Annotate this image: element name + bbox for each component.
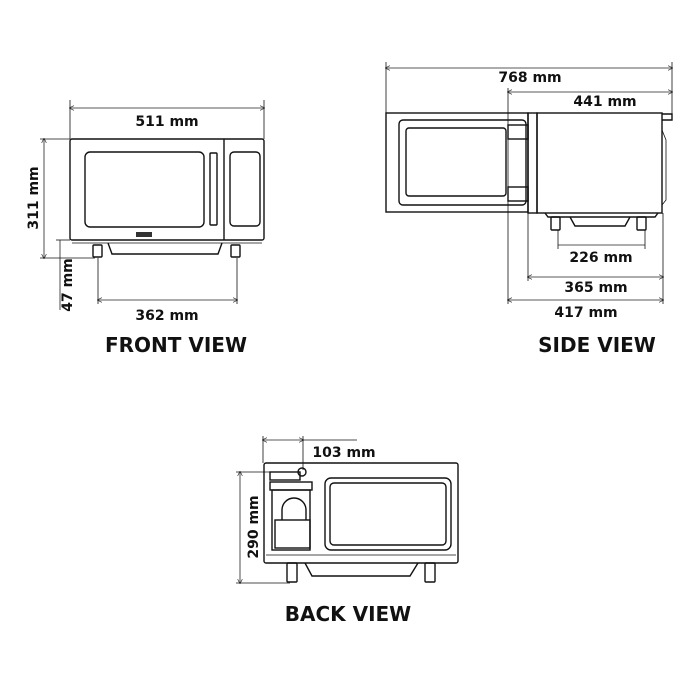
front-view-title: FRONT VIEW [105, 333, 247, 357]
side-open-depth-label: 768 mm [498, 70, 561, 86]
front-width-label: 511 mm [135, 114, 198, 130]
front-feet-span-label: 362 mm [135, 308, 198, 324]
back-view-title: BACK VIEW [285, 602, 412, 626]
back-height-label: 290 mm [246, 495, 262, 558]
back-offset-label: 103 mm [312, 445, 375, 461]
side-view-title: SIDE VIEW [538, 333, 656, 357]
side-depth-label: 441 mm [573, 94, 636, 110]
side-view: 768 mm 441 mm 226 mm 365 mm 417 mm SIDE … [386, 62, 672, 357]
front-height-label: 311 mm [26, 166, 42, 229]
side-base-depth-label: 417 mm [554, 305, 617, 321]
side-body-depth-label: 365 mm [564, 280, 627, 296]
back-view: 103 mm 290 mm BACK VIEW [236, 436, 459, 626]
side-feet-span-label: 226 mm [569, 250, 632, 266]
front-feet-height-label: 47 mm [60, 258, 76, 312]
front-view: 511 mm 311 mm 47 mm 362 mm FRONT VIEW [26, 100, 264, 357]
